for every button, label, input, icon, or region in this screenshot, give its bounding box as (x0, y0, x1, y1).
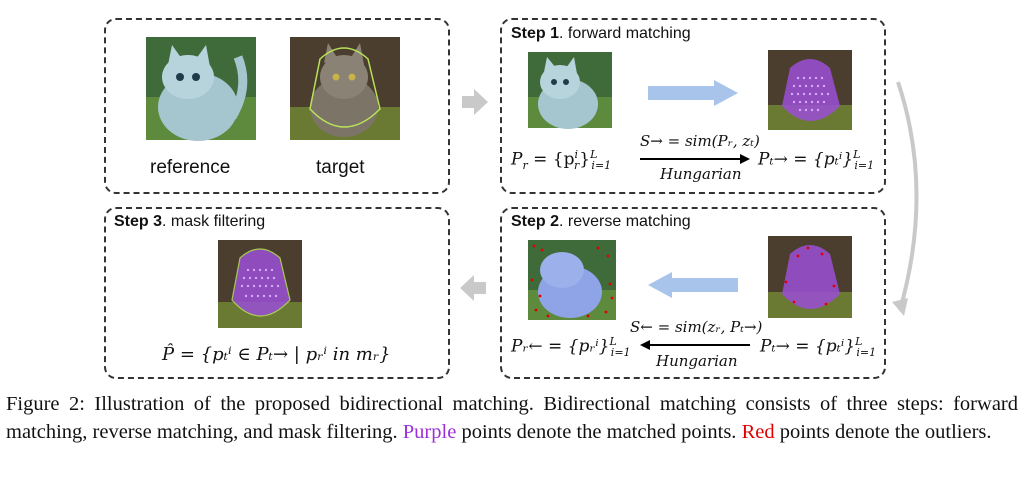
step1-target-image-matched (768, 50, 852, 130)
step2-black-arrow (640, 340, 750, 350)
step1-hungarian-label: Hungarian (660, 165, 742, 183)
target-label: target (316, 157, 365, 178)
panel-step3 (104, 207, 450, 379)
gray-arrow-left (460, 275, 486, 301)
figure-caption: Figure 2: Illustration of the proposed b… (6, 390, 1018, 446)
step1-title: Step 1. forward matching (511, 25, 691, 43)
step3-title-bold: Step 3 (114, 213, 163, 230)
step2-reference-image-matched (528, 240, 616, 320)
step3-eq: P̂ = {pₜⁱ ∈ Pₜ→ | pᵣⁱ in mᵣ} (162, 344, 391, 365)
step2-title-bold: Step 2 (511, 213, 560, 230)
step2-reverse-arrow (648, 272, 738, 298)
step1-sim-label: S→ = sim(Pᵣ, zₜ) (640, 132, 760, 150)
caption-part1: Figure 2: Illustration of the proposed b… (6, 393, 1018, 443)
step2-hungarian-label: Hungarian (656, 352, 738, 370)
step1-eq-right: Pₜ→ = {pₜⁱ}Li=1 (758, 148, 875, 173)
reference-cat-image (146, 37, 256, 141)
caption-purple-word: Purple (402, 421, 457, 443)
step2-title: Step 2. reverse matching (511, 213, 691, 231)
step2-title-rest: . reverse matching (559, 213, 691, 230)
step1-reference-image (528, 52, 612, 129)
step1-eq-left: Pr = {pir}Li=1 (511, 148, 612, 173)
panel-step2 (500, 207, 886, 379)
step2-eq-left: Pᵣ← = {pᵣⁱ}Li=1 (511, 335, 631, 360)
caption-part2: points denote the matched points. (456, 421, 742, 443)
step2-target-image-matched (768, 236, 852, 318)
step1-title-rest: . forward matching (559, 25, 691, 42)
step1-title-bold: Step 1 (511, 25, 560, 42)
step1-black-arrow (640, 154, 750, 164)
curved-arrow-step1-to-step2 (892, 81, 919, 316)
reference-label: reference (150, 157, 231, 178)
caption-part3: points denote the outliers. (774, 421, 992, 443)
gray-arrow-right (462, 89, 488, 115)
target-cat-image (290, 37, 400, 140)
panel-reference-target (104, 18, 450, 194)
step3-filtered-target-image (218, 240, 302, 328)
step2-eq-right: Pₜ→ = {pₜⁱ}Li=1 (760, 335, 877, 360)
step3-title: Step 3. mask filtering (114, 213, 265, 231)
caption-red-word: Red (741, 421, 775, 443)
panel-step1 (500, 18, 886, 194)
step1-forward-arrow (648, 80, 738, 106)
step2-sim-label: S← = sim(zᵣ, Pₜ→) (630, 318, 763, 336)
step3-title-rest: . mask filtering (162, 213, 266, 230)
